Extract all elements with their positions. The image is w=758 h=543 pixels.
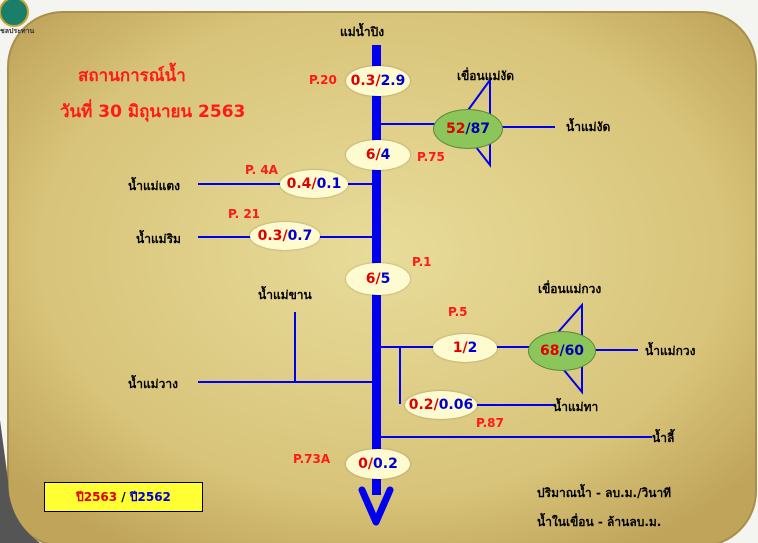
p4a-y2562: 0.1 (316, 176, 342, 192)
dam-maengad-value: 52/87 (433, 109, 503, 149)
year-legend: ปี2563 / ปี2562 (44, 482, 203, 512)
p20-sep: / (375, 73, 381, 89)
p73a-y2563: 0 (358, 456, 368, 472)
unit-flow: ปริมาณน้ำ - ลบ.ม./วินาที (537, 486, 672, 500)
p5-y2562: 2 (467, 340, 478, 356)
station-p1-value: 6/5 (346, 263, 410, 295)
p4a-sep: / (311, 176, 317, 192)
station-p75: P.75 (417, 150, 445, 164)
logo-icon (0, 0, 29, 27)
p87-y2563: 0.2 (408, 397, 434, 413)
p1-sep: / (375, 271, 381, 287)
river-maeli: น้ำลี้ (652, 431, 675, 445)
station-p1: P.1 (412, 255, 432, 269)
p87-sep: / (433, 397, 439, 413)
station-p73a-value: 0/0.2 (346, 449, 410, 479)
p21-y2562: 0.7 (287, 228, 313, 244)
p20-y2563: 0.3 (350, 73, 376, 89)
p5-sep: / (462, 340, 468, 356)
station-p75-value: 6/4 (346, 140, 410, 170)
maekuang-y2563: 68 (539, 343, 560, 359)
p75-y2562: 4 (380, 147, 391, 163)
p1-y2562: 5 (380, 271, 391, 287)
p1-y2563: 6 (365, 271, 376, 287)
station-p21: P. 21 (228, 207, 261, 221)
logo-caption: ชลประทาน (0, 27, 35, 35)
dam-maekuang-value: 68/60 (528, 331, 596, 371)
p75-y2563: 6 (365, 147, 376, 163)
dam-maekuang-label: เขื่อนแม่กวง (538, 282, 602, 296)
dam-maengad-label: เขื่อนแม่งัด (457, 69, 515, 83)
station-p4a-value: 0.4/0.1 (280, 170, 348, 198)
station-p4a: P. 4A (245, 163, 278, 177)
river-maekhan: น้ำแม่ขาน (258, 288, 312, 302)
maengad-y2563: 52 (445, 121, 466, 137)
p21-y2563: 0.3 (257, 228, 283, 244)
river-maewang: น้ำแม่วาง (128, 377, 178, 391)
station-p5: P.5 (448, 305, 468, 319)
maekuang-y2562: 60 (564, 343, 585, 359)
unit-storage: น้ำในเขื่อน - ล้านลบ.ม. (537, 515, 662, 529)
station-p87: P.87 (476, 416, 504, 430)
page-title: สถานการณ์น้ำ (78, 66, 186, 86)
maengad-y2562: 87 (470, 121, 491, 137)
legend-previous-year: ปี2562 (129, 489, 171, 504)
station-p21-value: 0.3/0.7 (250, 222, 320, 250)
p21-sep: / (282, 228, 288, 244)
p87-y2562: 0.06 (438, 397, 474, 413)
p75-sep: / (375, 147, 381, 163)
maengad-sep: / (465, 121, 471, 137)
station-p5-value: 1/2 (433, 334, 497, 362)
river-maetha: น้ำแม่ทา (553, 400, 599, 414)
station-p20: P.20 (309, 73, 337, 87)
station-p73a: P.73A (293, 452, 331, 466)
river-maengad: น้ำแม่งัด (566, 120, 611, 134)
p4a-y2563: 0.4 (286, 176, 312, 192)
p73a-sep: / (367, 456, 374, 472)
p5-y2563: 1 (452, 340, 463, 356)
river-maetaeng: น้ำแม่แตง (128, 179, 180, 193)
station-p87-value: 0.2/0.06 (405, 391, 477, 419)
river-maerim: น้ำแม่ริม (136, 232, 181, 246)
maekuang-sep: / (559, 343, 565, 359)
station-p20-value: 0.3/2.9 (346, 66, 410, 96)
p20-y2562: 2.9 (380, 73, 406, 89)
river-maekuang: น้ำแม่กวง (645, 344, 696, 358)
river-name-ping: แม่น้ำปิง (340, 25, 385, 39)
page-date: วันที่ 30 มิถุนายน 2563 (60, 102, 246, 122)
flow-arrow-icon (358, 486, 394, 526)
legend-current-year: ปี2563 (76, 489, 118, 504)
p73a-y2562: 0.2 (373, 456, 398, 472)
